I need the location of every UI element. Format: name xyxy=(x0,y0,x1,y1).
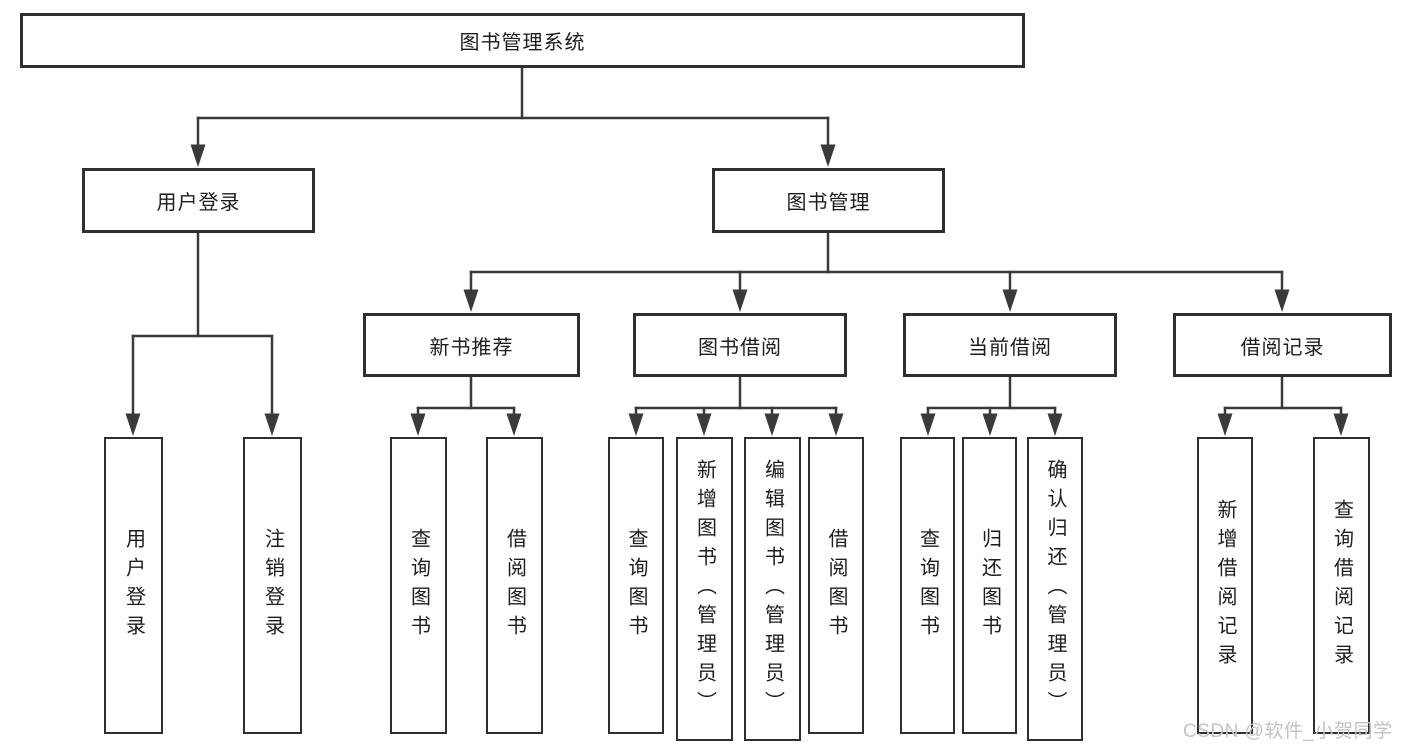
leaf-newrec-borrow-book: 借阅图书 xyxy=(486,437,543,734)
leaf-newrec-query-book: 查询图书 xyxy=(390,437,447,734)
node-current-borrow: 当前借阅 xyxy=(903,313,1117,377)
leaf-borrow-add-book-admin-label: 新增图书︵管理员︶ xyxy=(693,458,716,720)
leaf-borrow-edit-book-admin: 编辑图书︵管理员︶ xyxy=(744,437,801,741)
leaf-newrec-borrow-book-label: 借阅图书 xyxy=(503,527,526,644)
leaf-borrow-borrow-book: 借阅图书 xyxy=(808,437,864,734)
leaf-current-confirm-return-admin-label: 确认归还︵管理员︶ xyxy=(1044,458,1066,720)
leaf-user-login-label: 用户登录 xyxy=(122,527,145,644)
leaf-current-return-book-label: 归还图书 xyxy=(978,527,1001,644)
node-user-login: 用户登录 xyxy=(82,168,315,233)
leaf-borrow-add-book-admin: 新增图书︵管理员︶ xyxy=(676,437,733,741)
node-book-management: 图书管理 xyxy=(712,168,945,233)
node-borrow-records: 借阅记录 xyxy=(1173,313,1392,377)
leaf-borrow-borrow-book-label: 借阅图书 xyxy=(825,527,847,644)
csdn-watermark: CSDN @软件_小贺同学 xyxy=(1183,721,1393,742)
leaf-logout-login: 注销登录 xyxy=(243,437,302,734)
leaf-borrow-query-book-label: 查询图书 xyxy=(625,527,647,644)
leaf-borrow-query-book: 查询图书 xyxy=(608,437,664,734)
leaf-current-return-book: 归还图书 xyxy=(962,437,1017,734)
leaf-user-login: 用户登录 xyxy=(104,437,163,734)
leaf-current-query-book: 查询图书 xyxy=(900,437,955,734)
leaf-newrec-query-book-label: 查询图书 xyxy=(407,527,430,644)
node-book-borrow: 图书借阅 xyxy=(633,313,847,377)
node-new-book-recommend: 新书推荐 xyxy=(363,313,580,377)
node-library-management-system: 图书管理系统 xyxy=(20,13,1025,68)
leaf-records-query-record-label: 查询借阅记录 xyxy=(1330,498,1353,673)
leaf-logout-login-label: 注销登录 xyxy=(261,527,284,644)
leaf-records-add-record: 新增借阅记录 xyxy=(1197,437,1253,734)
leaf-records-query-record: 查询借阅记录 xyxy=(1313,437,1370,734)
leaf-borrow-edit-book-admin-label: 编辑图书︵管理员︶ xyxy=(761,458,784,720)
leaf-records-add-record-label: 新增借阅记录 xyxy=(1214,498,1236,673)
leaf-current-query-book-label: 查询图书 xyxy=(916,527,939,644)
leaf-current-confirm-return-admin: 确认归还︵管理员︶ xyxy=(1027,437,1083,741)
